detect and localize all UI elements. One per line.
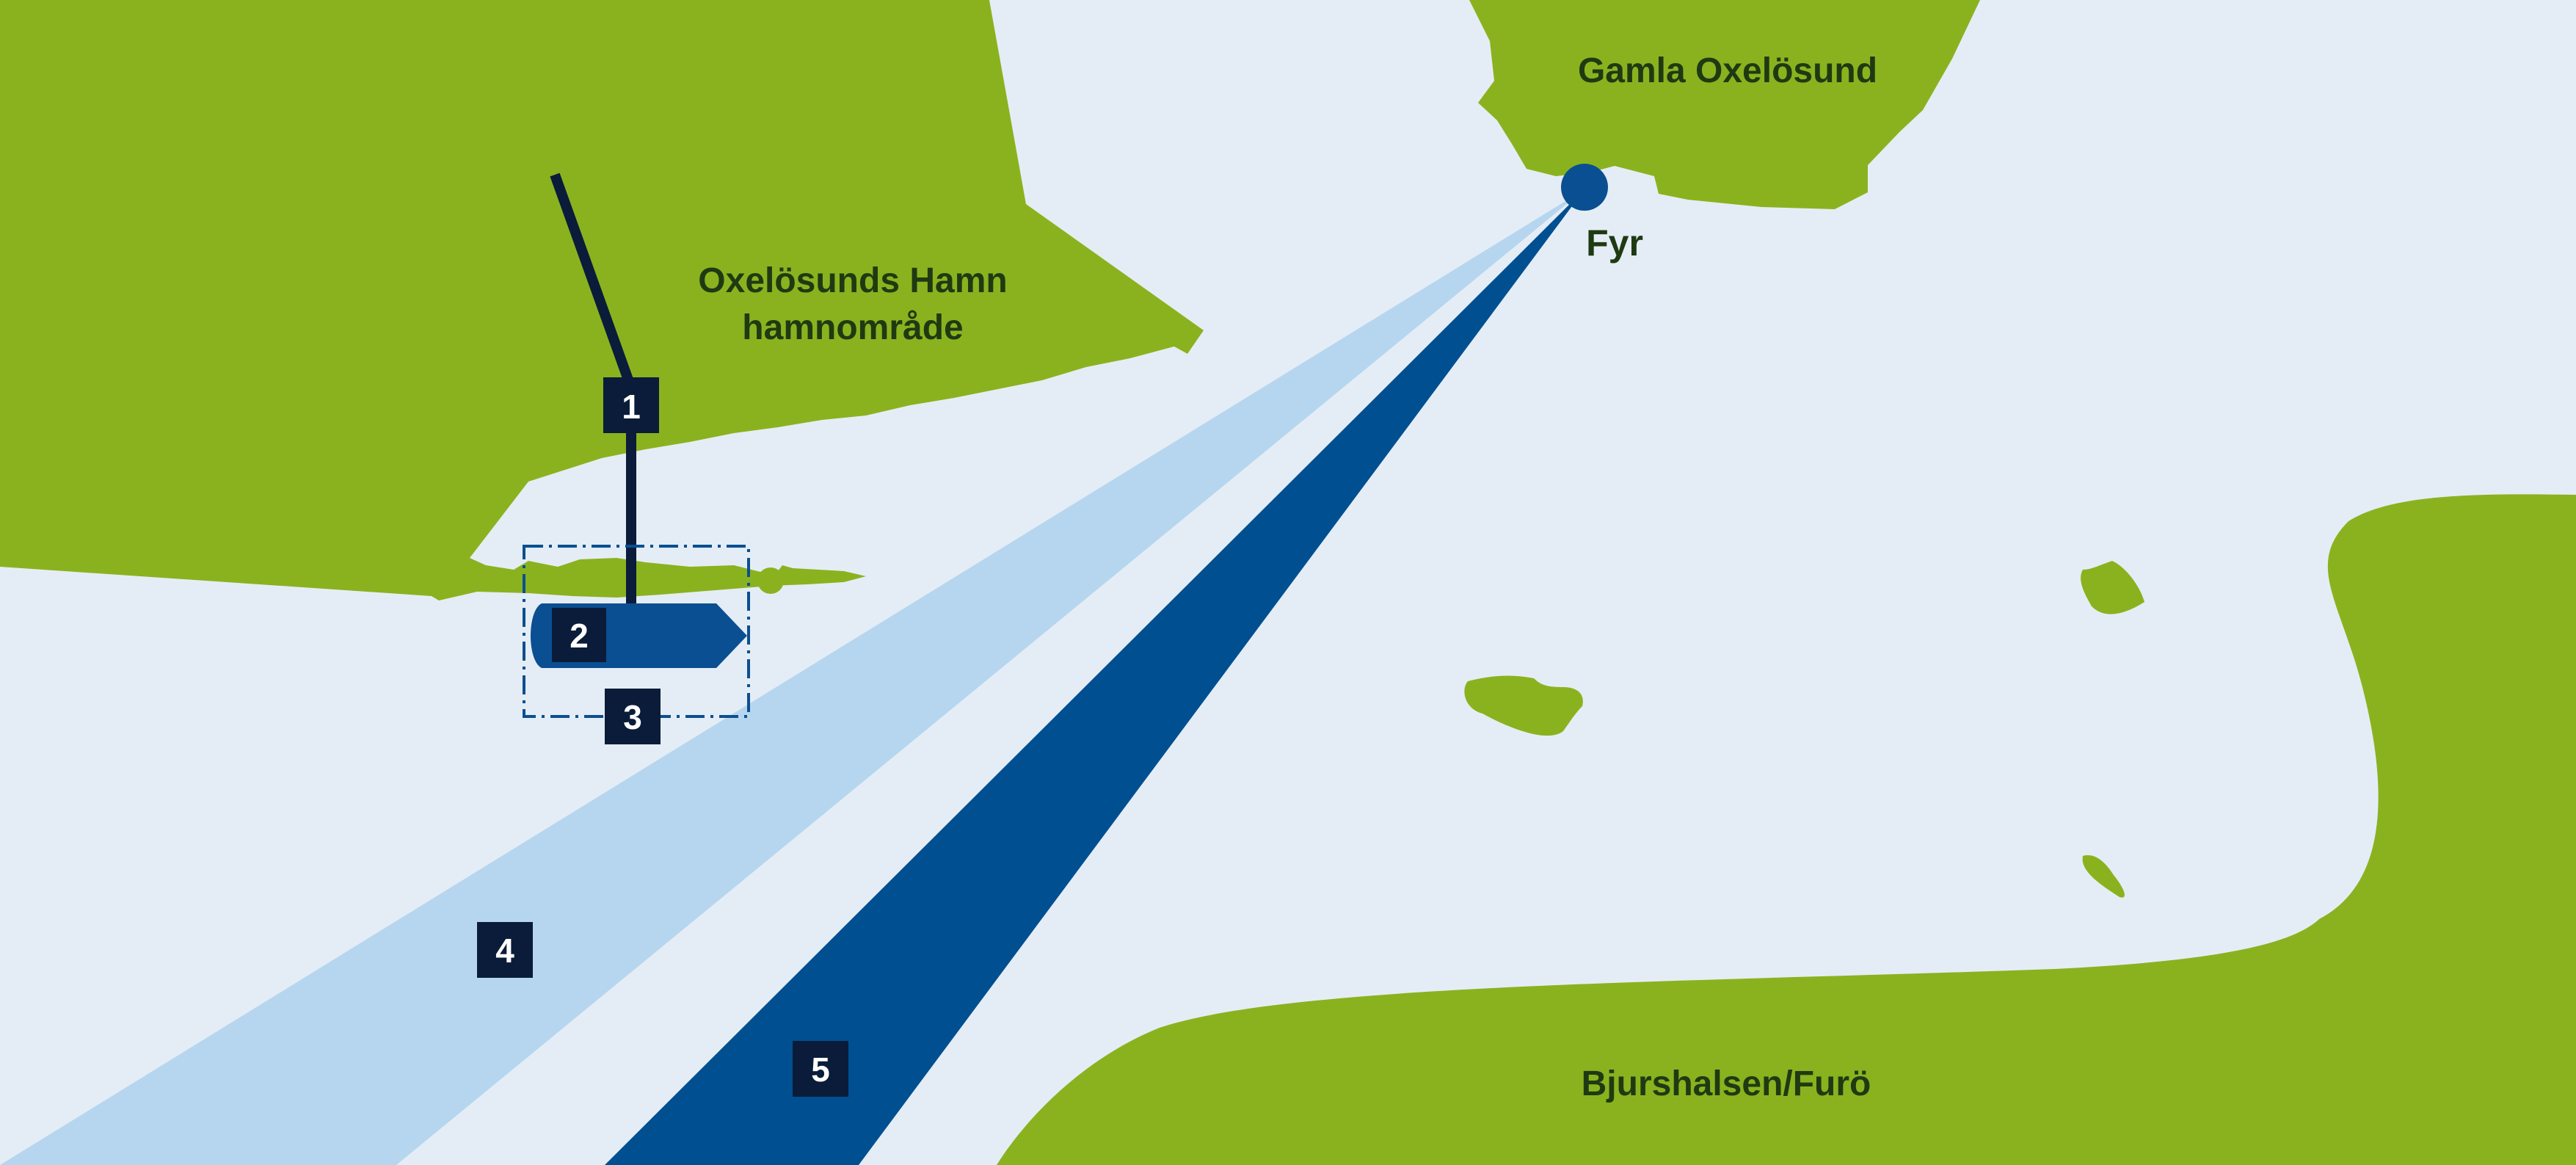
marker-1-leader-line — [550, 173, 634, 384]
label-harbour-line1: Oxelösunds Hamn — [698, 261, 1007, 300]
marker-4: 4 — [477, 922, 533, 978]
island-2 — [2081, 561, 2144, 614]
island-1 — [1464, 675, 1583, 736]
lighthouse-icon — [1561, 164, 1608, 211]
marker-1: 1 — [603, 377, 659, 433]
marker-2-label: 2 — [570, 617, 589, 655]
gamla-oxelosund-land — [1469, 0, 1980, 209]
label-bjurshalsen: Bjurshalsen/Furö — [1582, 1064, 1871, 1103]
marker-5: 5 — [793, 1041, 848, 1097]
marker-2: 2 — [552, 608, 606, 662]
marker-5-label: 5 — [811, 1050, 830, 1089]
marker-1-label: 1 — [622, 388, 641, 426]
jetty-end — [757, 567, 784, 594]
island-3 — [2082, 855, 2125, 898]
marker-4-label: 4 — [495, 932, 514, 970]
label-gamla-oxelosund: Gamla Oxelösund — [1578, 51, 1877, 90]
label-harbour-line2: hamnområde — [742, 308, 963, 347]
bjurshalsen-land — [997, 494, 2576, 1165]
light-sector-sector-4 — [0, 189, 1584, 1165]
light-sector-sector-5 — [605, 189, 1584, 1165]
marker-3: 3 — [605, 689, 661, 744]
label-lighthouse: Fyr — [1586, 222, 1643, 264]
marker-3-label: 3 — [623, 698, 642, 736]
